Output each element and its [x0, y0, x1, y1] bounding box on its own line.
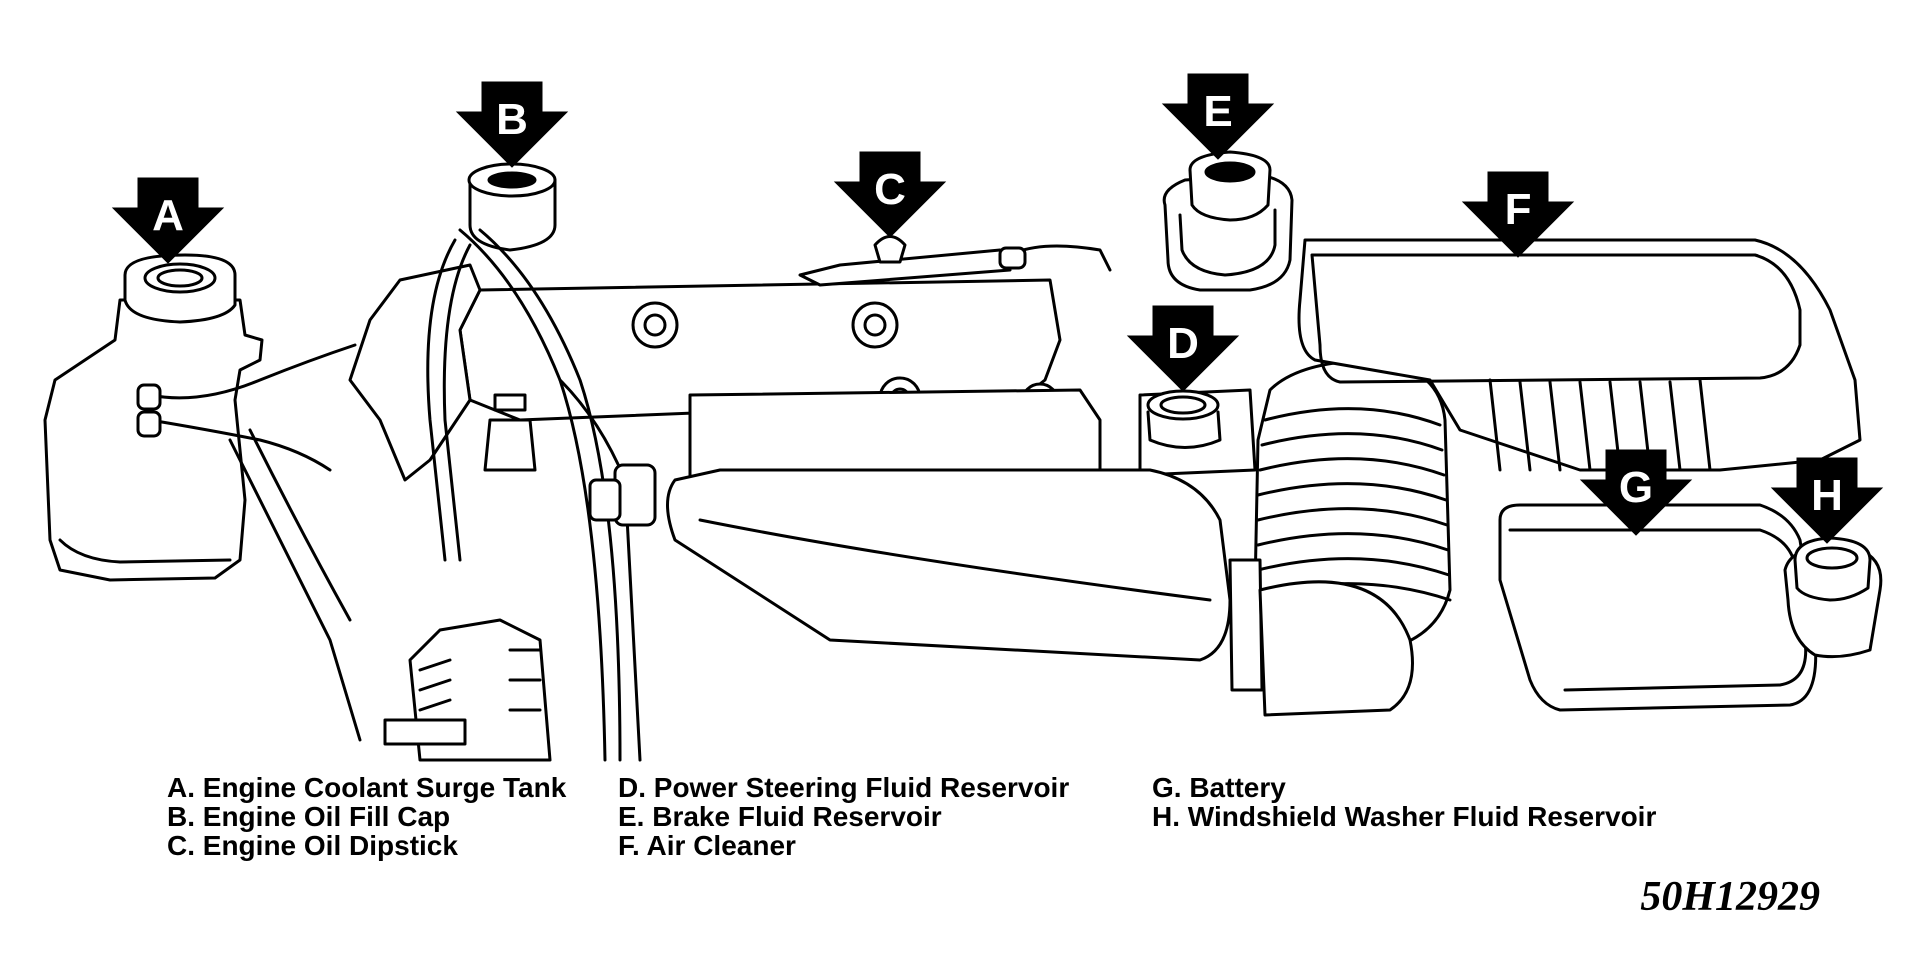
engine-drawing: [43, 150, 1883, 762]
arrow-down-icon: [111, 177, 225, 264]
coolant-surge-tank: [43, 253, 264, 582]
intake-duct: [666, 468, 1232, 662]
legend-column-2: D. Power Steering Fluid Reservoir E. Bra…: [618, 772, 1069, 861]
marker-G: G: [1579, 449, 1693, 536]
legend-item: G. Battery: [1152, 772, 1286, 803]
legend-item: B. Engine Oil Fill Cap: [167, 801, 450, 832]
marker-label: G: [1619, 463, 1653, 512]
marker-F: F: [1461, 171, 1575, 258]
arrow-down-icon: [1579, 449, 1693, 536]
legend-column-3: G. Battery H. Windshield Washer Fluid Re…: [1152, 772, 1656, 832]
marker-A: A: [111, 177, 225, 264]
legend: A. Engine Coolant Surge Tank B. Engine O…: [167, 772, 1656, 861]
marker-label: B: [496, 95, 528, 144]
battery: [1498, 503, 1818, 712]
marker-C: C: [833, 151, 947, 238]
legend-item: A. Engine Coolant Surge Tank: [167, 772, 567, 803]
marker-label: D: [1167, 319, 1199, 368]
marker-E: E: [1161, 73, 1275, 160]
lower-bracket: [383, 618, 552, 762]
oil-fill-cap: [467, 162, 557, 252]
figure-id: 50H12929: [1640, 874, 1820, 920]
brake-fluid-reservoir: [1162, 150, 1294, 292]
arrow-down-icon: [1161, 73, 1275, 160]
intake-bellows: [1228, 358, 1452, 717]
marker-B: B: [455, 81, 569, 168]
legend-item: E. Brake Fluid Reservoir: [618, 801, 942, 832]
marker-D: D: [1126, 305, 1240, 392]
arrow-down-icon: [1770, 457, 1884, 544]
marker-H: H: [1770, 457, 1884, 544]
arrow-down-icon: [1461, 171, 1575, 258]
marker-label: E: [1203, 87, 1232, 136]
arrow-down-icon: [455, 81, 569, 168]
marker-label: F: [1505, 185, 1532, 234]
marker-label: A: [152, 191, 184, 240]
arrow-down-icon: [833, 151, 947, 238]
washer-fluid-reservoir: [1783, 536, 1883, 659]
legend-item: F. Air Cleaner: [618, 830, 796, 861]
marker-label: C: [874, 165, 906, 214]
oil-dipstick: [798, 235, 1112, 287]
legend-item: H. Windshield Washer Fluid Reservoir: [1152, 801, 1656, 832]
power-steering-reservoir: [1138, 388, 1257, 477]
legend-column-1: A. Engine Coolant Surge Tank B. Engine O…: [167, 772, 567, 861]
legend-item: D. Power Steering Fluid Reservoir: [618, 772, 1069, 803]
legend-item: C. Engine Oil Dipstick: [167, 830, 458, 861]
marker-label: H: [1811, 471, 1843, 520]
arrow-down-icon: [1126, 305, 1240, 392]
